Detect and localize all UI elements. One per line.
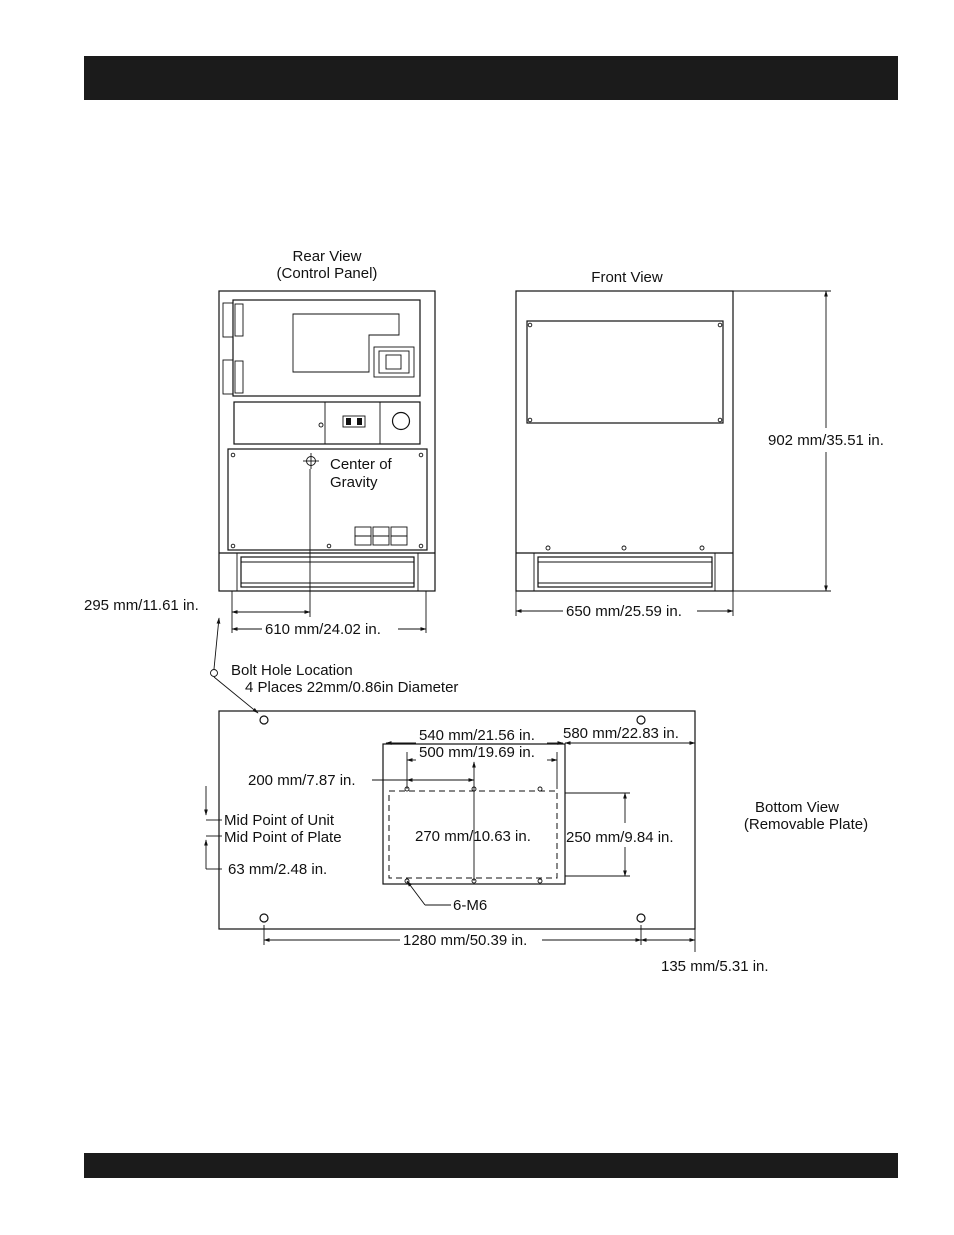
dim-plate-inner: 500 mm/19.69 in.	[419, 744, 535, 761]
outlet-block	[354, 526, 408, 546]
dim-midpoint-offset: 63 mm/2.48 in.	[228, 861, 327, 878]
mid-point-unit-label: Mid Point of Unit	[224, 812, 335, 829]
front-cabinet-outline	[515, 290, 734, 592]
bolt-hole-icon	[210, 669, 218, 677]
bolt-hole-detail: 4 Places 22mm/0.86in Diameter	[245, 679, 458, 696]
dim-height: 902 mm/35.51 in.	[768, 432, 884, 449]
dim-plate-height-inner: 250 mm/9.84 in.	[566, 829, 674, 846]
dim-bolt-spacing: 1280 mm/50.39 in.	[403, 932, 527, 949]
bolt-hole-label: Bolt Hole Location	[231, 662, 353, 679]
cog-label-line2: Gravity	[330, 474, 378, 491]
rear-view-title: Rear View	[293, 248, 362, 265]
front-view: Front View	[515, 269, 734, 592]
footer-bar	[84, 1153, 898, 1178]
switch-icon	[342, 415, 366, 428]
rear-cabinet-outline	[218, 290, 436, 592]
control-strip	[233, 401, 421, 445]
meter-icon	[373, 346, 415, 378]
dim-cog-offset: 295 mm/11.61 in.	[84, 597, 199, 614]
rear-view: Rear View (Control Panel)	[218, 248, 436, 592]
display-window	[292, 313, 400, 373]
removable-plate	[382, 743, 566, 885]
front-panel	[526, 320, 724, 424]
bolt-hole	[636, 913, 646, 923]
mid-point-plate-label: Mid Point of Plate	[224, 829, 342, 846]
rear-lower-panel	[227, 448, 428, 551]
bolt-hole	[636, 715, 646, 725]
dim-front-width: 650 mm/25.59 in.	[566, 603, 682, 620]
center-of-gravity-icon	[303, 453, 319, 469]
bolt-hole	[259, 715, 269, 725]
header-bar	[84, 56, 898, 100]
front-view-title: Front View	[591, 269, 663, 286]
bolt-hole	[259, 913, 269, 923]
hinge-icon	[222, 302, 234, 338]
rear-upper-panel	[232, 299, 421, 397]
hinge-icon	[222, 359, 234, 395]
rear-base-skid	[240, 556, 415, 588]
rear-view-subtitle: (Control Panel)	[277, 265, 378, 282]
cog-label-line1: Center of	[330, 456, 393, 473]
bottom-view-title: Bottom View	[755, 799, 839, 816]
bottom-view-subtitle: (Removable Plate)	[744, 816, 868, 833]
front-base-skid	[537, 556, 713, 588]
dim-plate-height-outer: 270 mm/10.63 in.	[415, 828, 531, 845]
dim-hole-spacing: 200 mm/7.87 in.	[248, 772, 356, 789]
dim-plate-outer: 540 mm/21.56 in.	[419, 727, 535, 744]
dim-rear-width: 610 mm/24.02 in.	[265, 621, 381, 638]
dim-bolt-edge: 135 mm/5.31 in.	[661, 958, 769, 975]
fastener-label: 6-M6	[453, 897, 487, 914]
knob-icon	[391, 411, 411, 431]
dim-plate-offset: 580 mm/22.83 in.	[563, 725, 679, 742]
